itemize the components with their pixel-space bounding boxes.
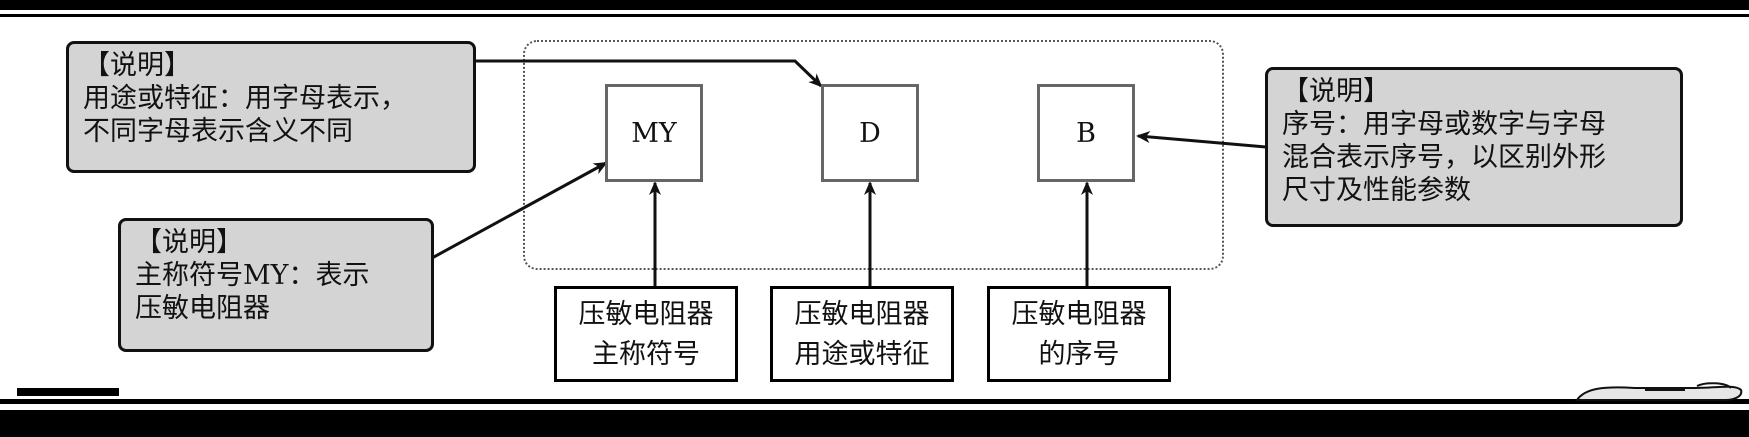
note-purpose-line1: 用途或特征：用字母表示，	[83, 83, 407, 114]
note-main-symbol-line1: 主称符号MY：表示	[135, 260, 370, 291]
label-purpose-line1: 压敏电阻器	[794, 299, 930, 330]
label-box-main-symbol: 压敏电阻器 主称符号	[554, 286, 738, 382]
note-purpose: 【说明】 用途或特征：用字母表示， 不同字母表示含义不同	[66, 41, 476, 173]
bottom-rule-thin	[0, 399, 1749, 404]
note-purpose-line2: 不同字母表示含义不同	[83, 116, 353, 147]
label-sequence-line2: 的序号	[1038, 339, 1120, 370]
label-purpose-line2: 用途或特征	[794, 339, 930, 370]
top-rule-thin	[0, 14, 1749, 17]
code-main-symbol: MY	[631, 117, 677, 149]
note-main-symbol-line2: 压敏电阻器	[135, 293, 270, 324]
label-sequence-line1: 压敏电阻器	[1011, 299, 1147, 330]
bottom-left-marker	[17, 388, 119, 396]
top-rule-thick	[0, 0, 1749, 10]
label-box-purpose: 压敏电阻器 用途或特征	[770, 286, 954, 382]
code-box-sequence: B	[1037, 84, 1135, 182]
code-box-purpose: D	[821, 84, 919, 182]
label-main-symbol-line2: 主称符号	[592, 339, 700, 370]
code-purpose: D	[859, 117, 881, 149]
arrow-main-symbol-note	[431, 161, 608, 260]
note-purpose-title: 【说明】	[83, 50, 191, 81]
model-code-frame	[523, 40, 1224, 270]
note-main-symbol-title: 【说明】	[135, 227, 243, 258]
code-sequence: B	[1076, 117, 1096, 149]
note-main-symbol: 【说明】 主称符号MY：表示 压敏电阻器	[118, 218, 434, 352]
arrow-sequence-note	[1136, 131, 1267, 149]
label-main-symbol-line1: 压敏电阻器	[578, 299, 714, 330]
label-box-sequence: 压敏电阻器 的序号	[987, 286, 1171, 382]
note-sequence: 【说明】 序号：用字母或数字与字母 混合表示序号，以区别外形 尺寸及性能参数	[1265, 67, 1683, 227]
bottom-right-block	[1548, 419, 1688, 437]
arrow-purpose-note	[474, 59, 823, 88]
note-sequence-line2: 混合表示序号，以区别外形	[1282, 142, 1606, 173]
code-box-main-symbol: MY	[605, 84, 703, 182]
bottom-rule-thick	[0, 410, 1749, 437]
note-sequence-line1: 序号：用字母或数字与字母	[1282, 109, 1606, 140]
pointer-hand-icon	[1575, 382, 1743, 401]
note-sequence-line3: 尺寸及性能参数	[1282, 175, 1471, 206]
note-sequence-title: 【说明】	[1282, 76, 1390, 107]
